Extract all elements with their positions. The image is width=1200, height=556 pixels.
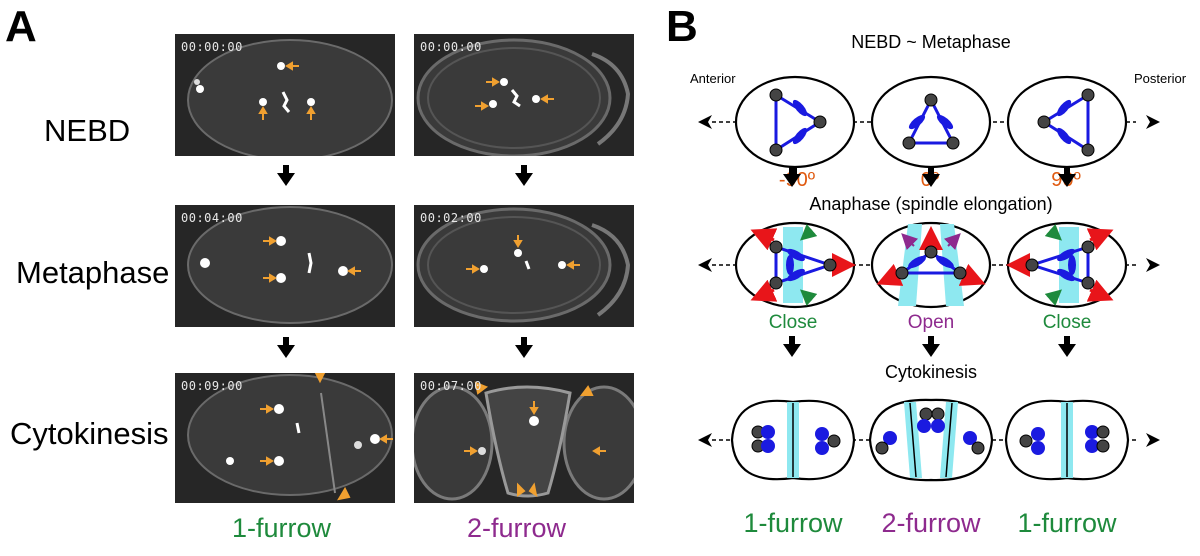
micrograph-metaphase-1furrow: 00:04:00 (175, 205, 395, 327)
down-arrow-icon (277, 337, 295, 358)
state-label-close-2: Close (1043, 312, 1092, 333)
row-label-metaphase: Metaphase (16, 255, 170, 290)
cell-minus90-anaphase (734, 221, 856, 309)
cell-minus90-nebd (734, 75, 856, 169)
arrow-left-icon (698, 115, 712, 129)
state-label-close-1: Close (769, 312, 818, 333)
posterior-label: Posterior (1134, 71, 1187, 86)
down-arrow-icon (1058, 166, 1076, 187)
micrograph-cytokinesis-2furrow: 00:07:00 (414, 373, 634, 503)
down-arrow-icon (783, 166, 801, 187)
timestamp: 00:00:00 (181, 40, 243, 54)
row-label-cytokinesis: Cytokinesis (10, 416, 169, 451)
panel-a-arrows (277, 165, 533, 358)
down-arrow-icon (515, 337, 533, 358)
state-label-open: Open (908, 312, 954, 333)
timestamp: 00:07:00 (420, 379, 482, 393)
stage-title-cytokinesis: Cytokinesis (885, 362, 977, 382)
arrow-right-icon (1146, 433, 1160, 447)
cell-0-cytokinesis (868, 398, 994, 482)
arrow-right-icon (1146, 258, 1160, 272)
column-label-1furrow: 1-furrow (232, 513, 332, 543)
anterior-label: Anterior (690, 71, 736, 86)
timestamp: 00:02:00 (420, 211, 482, 225)
down-arrow-icon (1058, 336, 1076, 357)
arrow-left-icon (698, 258, 712, 272)
micrograph-nebd-1furrow: 00:00:00 (175, 34, 395, 156)
down-arrow-icon (277, 165, 295, 186)
panel-b-diagram: NEBD ~ Metaphase Anterior Posterior (690, 32, 1187, 538)
column-label-2furrow: 2-furrow (467, 513, 567, 543)
timestamp: 00:04:00 (181, 211, 243, 225)
outcome-label-1furrow-left: 1-furrow (743, 508, 843, 538)
cell-90-cytokinesis (1004, 399, 1130, 481)
panel-b-letter: B (666, 2, 698, 51)
stage-title-anaphase: Anaphase (spindle elongation) (809, 194, 1052, 214)
arrow-left-icon (698, 433, 712, 447)
down-arrow-icon (783, 336, 801, 357)
outcome-label-2furrow: 2-furrow (881, 508, 981, 538)
outcome-label-1furrow-right: 1-furrow (1017, 508, 1117, 538)
micrograph-metaphase-2furrow: 00:02:00 (414, 205, 634, 327)
cell-minus90-cytokinesis (730, 399, 856, 481)
stage-title-nebd-metaphase: NEBD ~ Metaphase (851, 32, 1011, 52)
micrograph-cytokinesis-1furrow: 00:09:00 (175, 373, 395, 503)
row-label-nebd: NEBD (44, 113, 131, 148)
timestamp: 00:09:00 (181, 379, 243, 393)
down-arrow-icon (922, 336, 940, 357)
timestamp: 00:00:00 (420, 40, 482, 54)
micrograph-nebd-2furrow: 00:00:00 (414, 34, 634, 156)
cell-0-nebd (870, 75, 992, 169)
down-arrow-icon (922, 166, 940, 187)
cell-90-anaphase (1006, 221, 1128, 309)
cell-0-anaphase (870, 221, 992, 309)
arrow-right-icon (1146, 115, 1160, 129)
panel-a-letter: A (5, 2, 37, 51)
down-arrow-icon (515, 165, 533, 186)
